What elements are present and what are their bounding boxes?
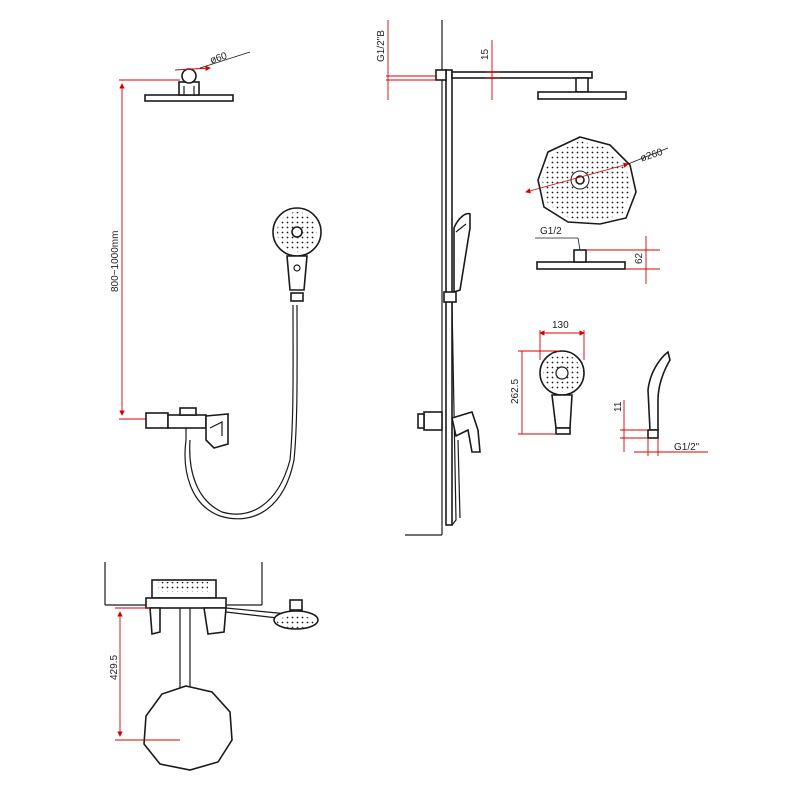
- hand-shower-detail: [539, 350, 585, 435]
- dim-spout-depth: 429.5: [109, 607, 180, 741]
- dim-offset-15: 15: [480, 40, 500, 100]
- top-view: [104, 562, 319, 771]
- overhead-head-side-view: [536, 249, 626, 270]
- dim-holder-thread: G1/2": [634, 438, 708, 456]
- dim-hand-length: 262.5: [510, 350, 560, 435]
- dim-holder: 11: [613, 400, 648, 452]
- dim-label-head-diameter-small: ø60: [209, 51, 229, 67]
- shower-hose-front: [184, 304, 298, 520]
- dim-label-holder-thread: G1/2": [674, 442, 700, 453]
- dim-label-offset-15: 15: [480, 48, 491, 60]
- dim-label-spout-depth: 429.5: [109, 655, 120, 680]
- dim-thread-top: G1/2"B: [376, 20, 436, 100]
- dim-label-thread-top: G1/2"B: [376, 30, 387, 62]
- dim-label-head-thread: G1/2: [540, 226, 562, 237]
- dim-head-thread: G1/2: [535, 226, 581, 251]
- hand-shower-front: [272, 207, 322, 302]
- dim-hand-width: 130: [539, 320, 585, 360]
- dim-head-diameter-small: ø60: [174, 51, 251, 71]
- dim-label-holder: 11: [613, 401, 624, 412]
- hand-holder-detail: [647, 350, 671, 439]
- overhead-head-top-view: [537, 136, 637, 225]
- dim-label-hand-length: 262.5: [510, 379, 521, 404]
- hand-shower-side: [443, 212, 471, 526]
- dim-label-head-height: 62: [634, 252, 645, 264]
- dim-label-hand-width: 130: [552, 320, 569, 331]
- mixer-valve-side: [417, 411, 481, 453]
- side-view: G1/2"B 15: [376, 20, 627, 536]
- dim-slide-height: 800~1000mm: [110, 79, 180, 420]
- mixer-valve-front: [145, 407, 229, 449]
- front-view: ø60 800~1000mm: [110, 51, 322, 520]
- dim-head-height: 62: [586, 236, 660, 284]
- dim-label-head-diameter-large: ø260: [639, 147, 664, 165]
- overhead-head-front: [144, 68, 234, 102]
- dim-label-slide-height: 800~1000mm: [110, 231, 121, 292]
